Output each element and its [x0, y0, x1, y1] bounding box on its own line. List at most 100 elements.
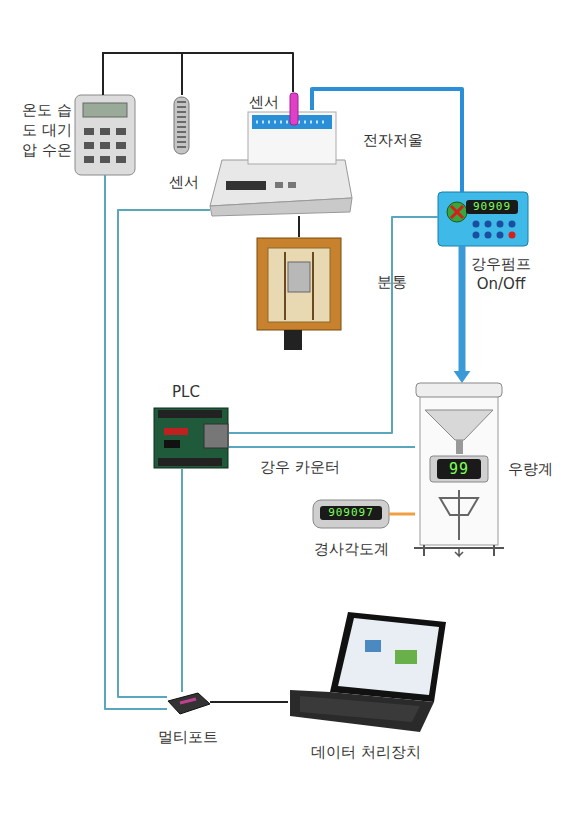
- scale-button: [288, 182, 296, 188]
- device-label: 멀티포트: [143, 727, 233, 747]
- meter-button: [100, 142, 110, 149]
- meter-button: [116, 156, 126, 163]
- box-inner: [268, 248, 330, 322]
- plc-chip: [164, 440, 180, 448]
- plc-box: PLC: [153, 407, 229, 469]
- pump-button: [509, 232, 516, 239]
- water-sensor: [290, 93, 298, 125]
- laptop-box: 데이터 처리장치: [288, 610, 448, 734]
- connector-line: [103, 53, 182, 95]
- multiport-box: 멀티포트: [167, 692, 210, 715]
- pump-body: [438, 192, 528, 246]
- inclinometer-box: 909097경사각도계: [313, 500, 389, 528]
- gauge-funnel: [425, 410, 493, 440]
- connector-line: [298, 216, 300, 237]
- device-label: 분통: [362, 272, 422, 292]
- device-label: 센서: [242, 92, 286, 112]
- box-weight: [288, 262, 310, 292]
- multiport-hub: [168, 693, 210, 714]
- device-label: 우량계: [500, 459, 560, 479]
- rain-gauge: [414, 383, 504, 556]
- meter-button: [116, 128, 126, 135]
- laptop: [290, 612, 446, 732]
- gauge-stem: [456, 440, 463, 454]
- pump-button: [497, 232, 504, 239]
- pump-button: [509, 221, 516, 228]
- scale-button: [275, 182, 283, 188]
- bucket-pivot: [458, 490, 460, 540]
- device-label: 경사각도계: [301, 539, 401, 559]
- laptop-lid: [330, 612, 446, 702]
- box-frame: [257, 238, 341, 330]
- handheld-meter: [75, 95, 135, 175]
- connector-line: [118, 210, 210, 697]
- pump-switch-mark: [451, 206, 463, 218]
- pump-box: 90909강우펌프 On/Off: [438, 192, 528, 246]
- gauge-box: 99우량계: [415, 383, 503, 556]
- sensor-probe: [174, 97, 189, 154]
- meter-button: [84, 142, 94, 149]
- hanging-weight: [284, 330, 302, 350]
- meter-box: 온도 습도 대기압 수온: [75, 95, 135, 175]
- scale-box: 전자저울: [210, 110, 352, 216]
- screen-widget: [365, 640, 381, 652]
- display-readout: 90909: [466, 200, 518, 214]
- meter-screen: [83, 103, 127, 117]
- signal-label: 강우 카운터: [240, 457, 360, 477]
- screen-widget: [395, 650, 417, 664]
- probe-body: [174, 97, 189, 154]
- device-label: 센서: [159, 172, 209, 192]
- meter-button: [116, 142, 126, 149]
- sensor-box: 센서: [172, 95, 191, 155]
- pump-switch: [447, 202, 467, 222]
- arrow-head: [454, 371, 471, 383]
- scale-front: [210, 198, 352, 216]
- pump-button: [473, 232, 480, 239]
- inclinometer-body: [313, 500, 389, 528]
- connector-line: [459, 246, 466, 371]
- connector-line: [105, 175, 167, 709]
- box-rod: [284, 252, 286, 320]
- scale-display: [226, 181, 266, 190]
- meter-button: [84, 128, 94, 135]
- meter-button: [84, 156, 94, 163]
- hub-body: [168, 693, 210, 714]
- pump-controller: [438, 192, 528, 246]
- plc-board: [154, 408, 228, 468]
- gauge-leg: [423, 545, 425, 556]
- connector-line: [312, 89, 462, 192]
- display-readout: 99: [437, 459, 481, 479]
- connector-line: [103, 53, 293, 95]
- connector-line: [389, 513, 415, 516]
- probe-vents: [177, 101, 186, 150]
- weight-box: [257, 238, 341, 350]
- sensor-box: 센서: [289, 92, 299, 126]
- pump-button: [473, 221, 480, 228]
- weight-box: 분통: [257, 237, 341, 351]
- connector-line: [181, 469, 183, 692]
- laptop-keyboard: [300, 696, 420, 722]
- laptop-base: [290, 690, 434, 732]
- gauge-leg: [493, 545, 495, 556]
- display-frame: [430, 456, 488, 482]
- display-readout: 909097: [320, 506, 382, 520]
- laptop-screen: [338, 618, 439, 695]
- gauge-drain: [455, 548, 463, 556]
- gauge-body: [420, 395, 498, 545]
- gauge-rim: [416, 383, 502, 397]
- device-label: 온도 습도 대기압 수온: [22, 100, 72, 160]
- plc-terminal: [158, 458, 222, 466]
- electronic-scale: [210, 112, 352, 216]
- plc-chip: [164, 428, 188, 435]
- device-label: 강우펌프 On/Off: [463, 254, 539, 294]
- connector-line: [229, 217, 438, 433]
- pump-switch-mark: [451, 206, 463, 218]
- device-label: 전자저울: [353, 130, 433, 150]
- box-rod: [312, 252, 314, 320]
- meter-body: [75, 95, 135, 175]
- plc-pcb: [154, 408, 228, 468]
- device-label: PLC: [161, 382, 211, 402]
- pump-button: [497, 221, 504, 228]
